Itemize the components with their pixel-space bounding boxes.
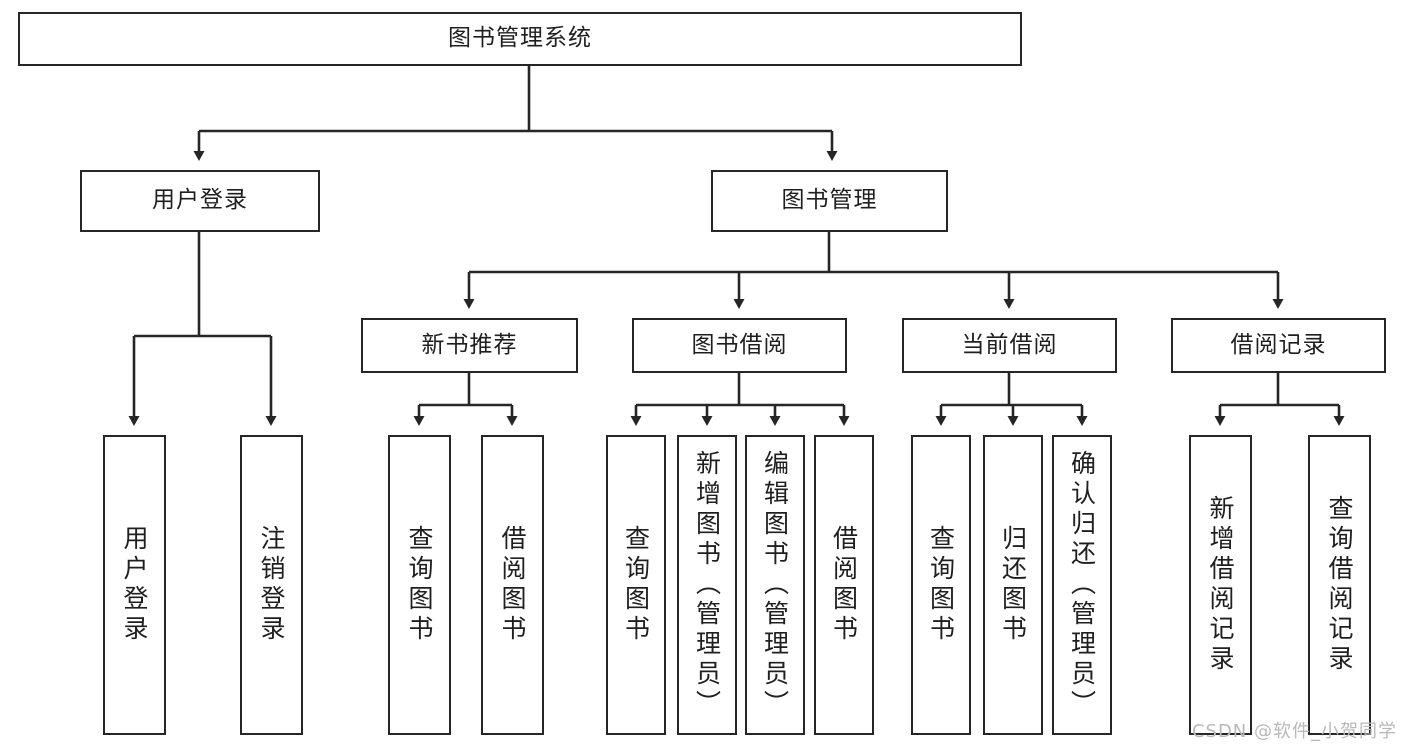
node-user-login-label: 用户登录	[152, 187, 248, 214]
leaf-add-book-admin-label: 新增图书（管理员）	[692, 450, 722, 720]
node-new-book-recommend[interactable]: 新书推荐	[361, 318, 578, 373]
leaf-confirm-return-admin-label: 确认归还（管理员）	[1067, 450, 1097, 720]
csdn-watermark: CSDN @软件_小贺同学	[1191, 721, 1397, 742]
leaf-edit-book-admin[interactable]: 编辑图书（管理员）	[745, 435, 805, 735]
leaf-query-book-recommend-label: 查询图书	[405, 525, 434, 645]
leaf-borrow-book-label: 借阅图书	[829, 525, 859, 645]
node-borrow-record[interactable]: 借阅记录	[1171, 318, 1386, 373]
leaf-query-book-current-label: 查询图书	[926, 525, 956, 645]
leaf-borrow-book-recommend-label: 借阅图书	[498, 525, 527, 645]
node-book-borrow-label: 图书借阅	[691, 331, 788, 358]
node-book-management-label: 图书管理	[781, 187, 878, 214]
leaf-borrow-book-recommend[interactable]: 借阅图书	[481, 435, 544, 735]
node-book-management[interactable]: 图书管理	[711, 170, 948, 232]
leaf-query-book-recommend[interactable]: 查询图书	[388, 435, 451, 735]
leaf-add-borrow-record-label: 新增借阅记录	[1206, 495, 1235, 675]
leaf-query-book-current[interactable]: 查询图书	[911, 435, 971, 735]
leaf-confirm-return-admin[interactable]: 确认归还（管理员）	[1052, 435, 1112, 735]
leaf-query-borrow-record-label: 查询借阅记录	[1325, 495, 1354, 675]
node-book-borrow[interactable]: 图书借阅	[632, 318, 847, 373]
node-current-borrow[interactable]: 当前借阅	[902, 318, 1117, 373]
leaf-return-book-label: 归还图书	[998, 525, 1028, 645]
leaf-edit-book-admin-label: 编辑图书（管理员）	[760, 450, 790, 720]
leaf-logout-label: 注销登录	[257, 525, 286, 645]
leaf-add-borrow-record[interactable]: 新增借阅记录	[1189, 435, 1252, 735]
node-root-label: 图书管理系统	[448, 25, 592, 52]
leaf-user-login[interactable]: 用户登录	[103, 435, 166, 735]
leaf-borrow-book[interactable]: 借阅图书	[814, 435, 874, 735]
node-user-login[interactable]: 用户登录	[80, 170, 320, 232]
leaf-return-book[interactable]: 归还图书	[983, 435, 1043, 735]
node-current-borrow-label: 当前借阅	[961, 331, 1058, 358]
node-borrow-record-label: 借阅记录	[1230, 331, 1327, 358]
leaf-add-book-admin[interactable]: 新增图书（管理员）	[677, 435, 737, 735]
node-root[interactable]: 图书管理系统	[18, 12, 1022, 66]
node-new-book-recommend-label: 新书推荐	[421, 331, 518, 358]
leaf-query-book-borrow[interactable]: 查询图书	[606, 435, 666, 735]
leaf-query-borrow-record[interactable]: 查询借阅记录	[1308, 435, 1371, 735]
leaf-logout[interactable]: 注销登录	[240, 435, 303, 735]
leaf-query-book-borrow-label: 查询图书	[621, 525, 651, 645]
leaf-user-login-label: 用户登录	[120, 525, 149, 645]
